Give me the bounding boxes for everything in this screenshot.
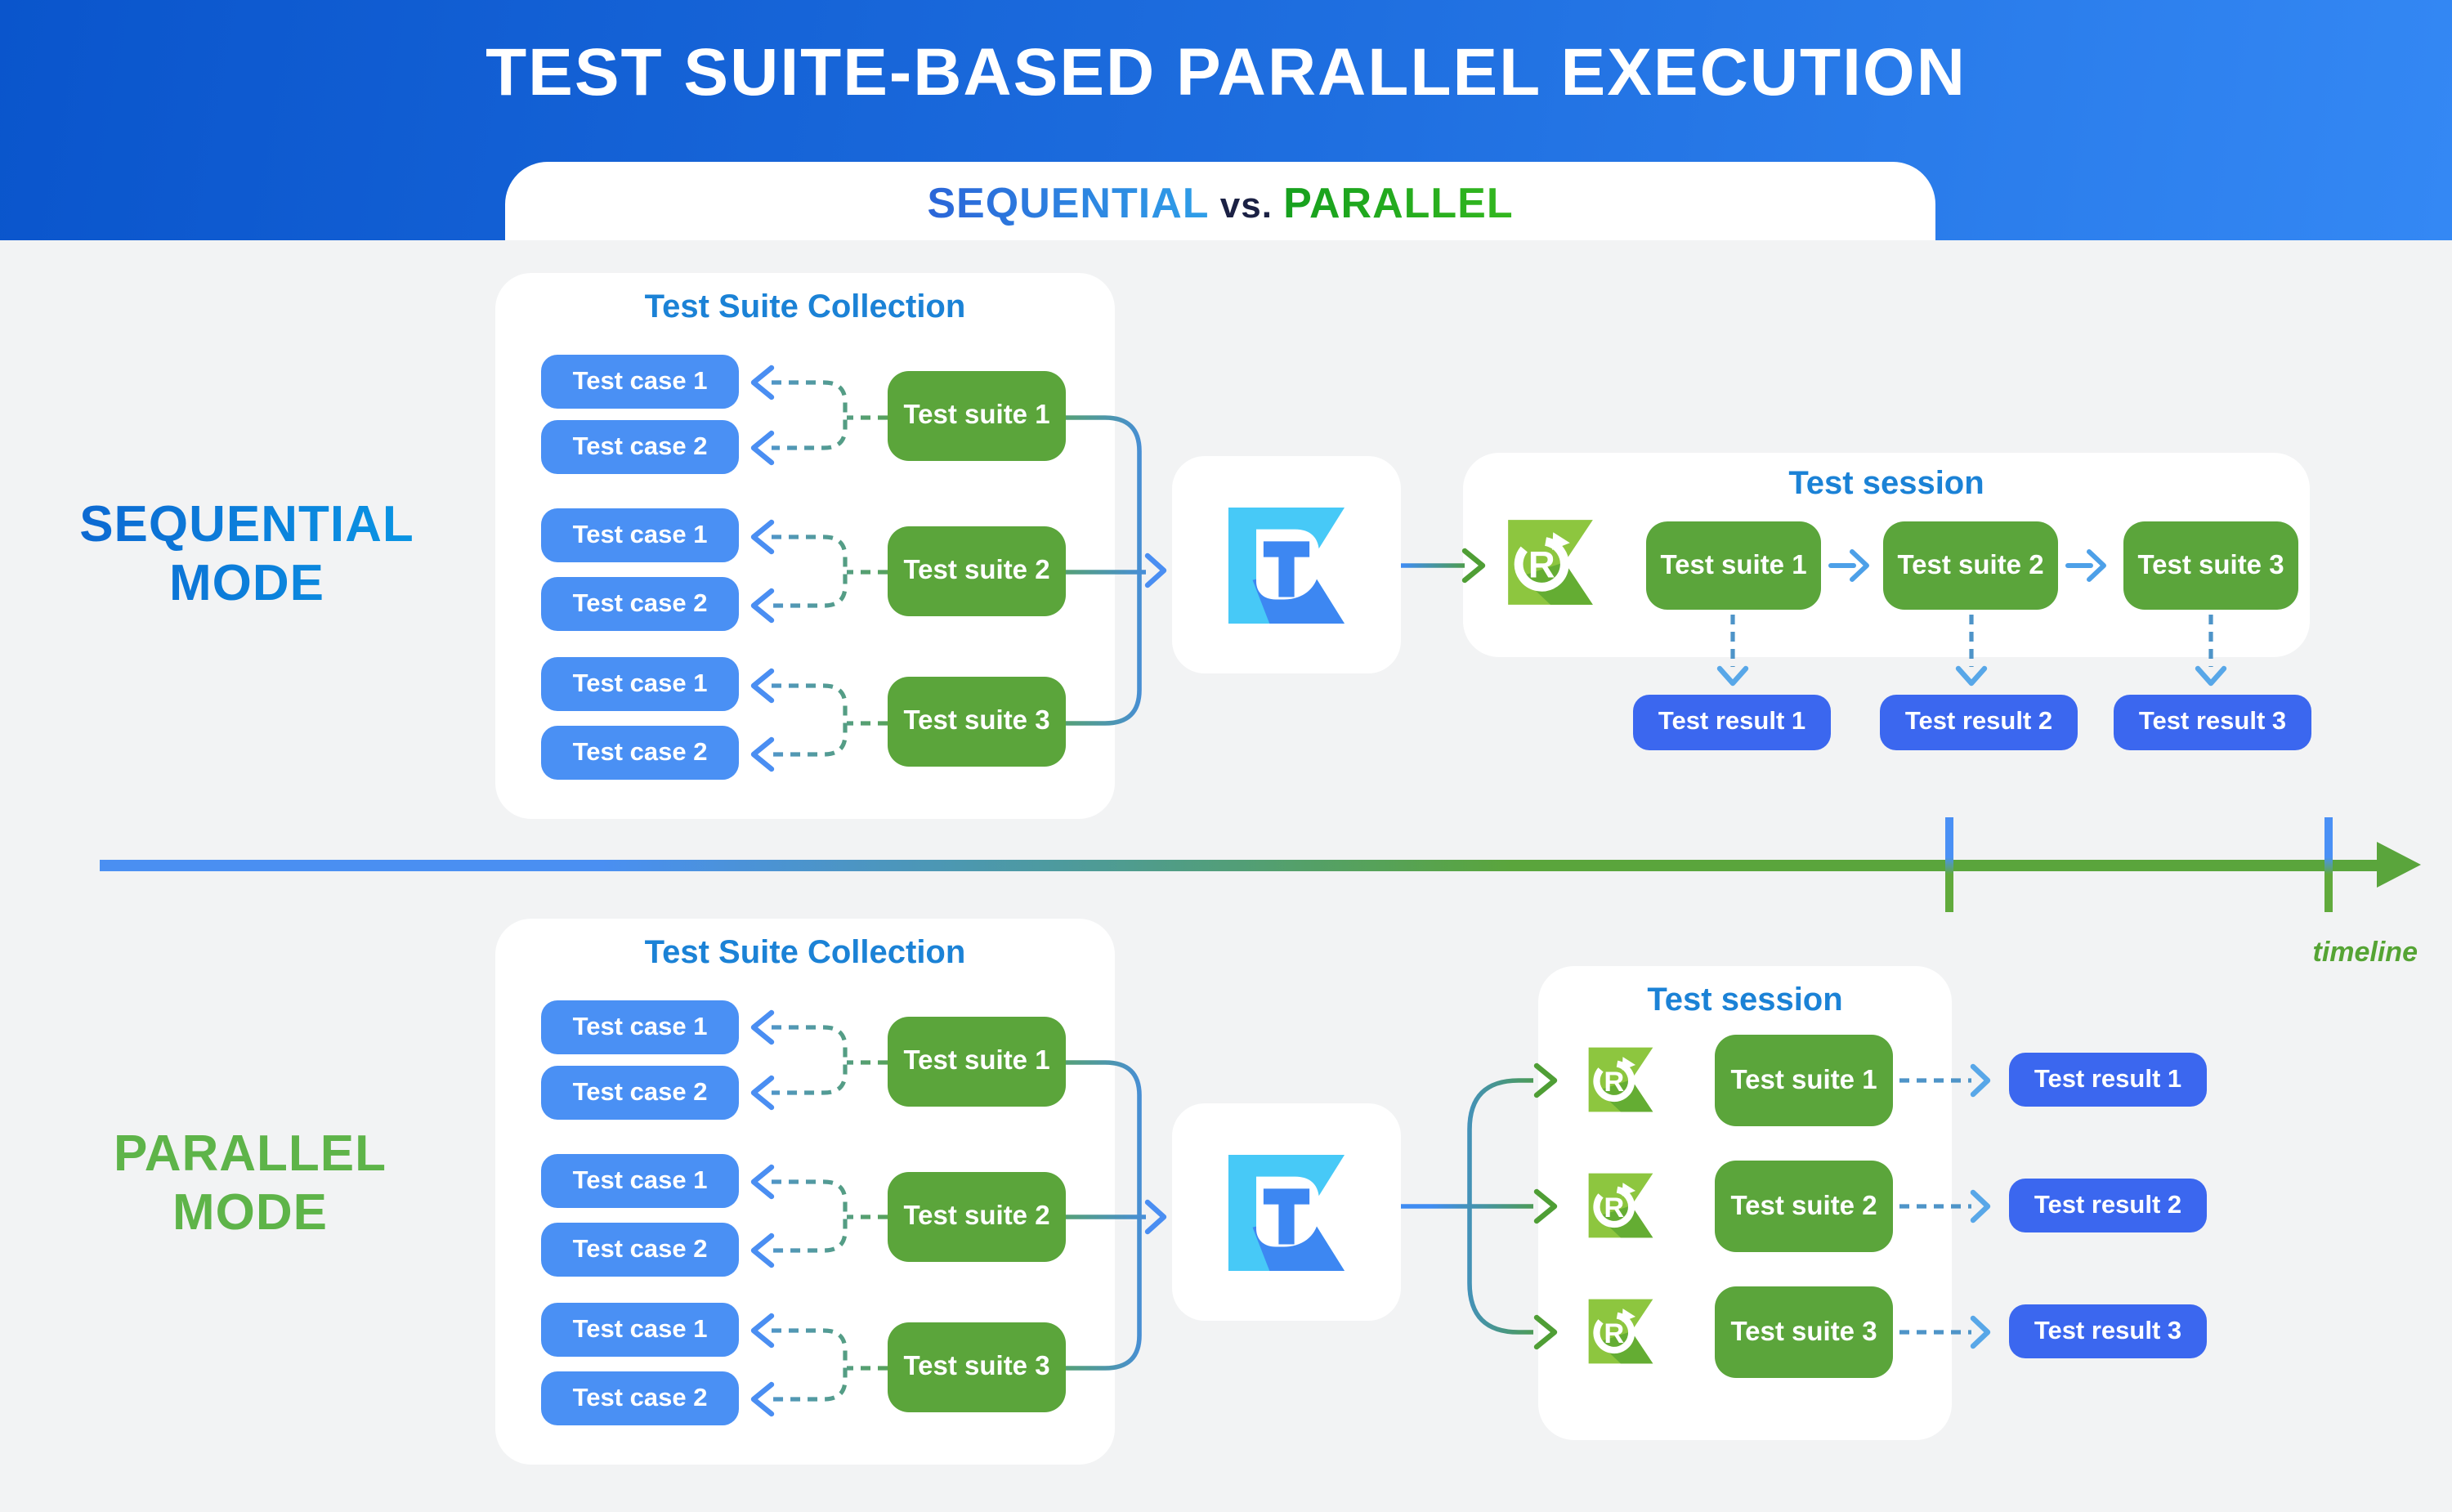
test-case-pill: Test case 1 <box>541 657 739 711</box>
test-case-pill: Test case 1 <box>541 1154 739 1208</box>
timeline-shaft <box>100 860 2378 870</box>
test-studio-app-icon <box>1226 1152 1347 1273</box>
test-case-pill: Test case 1 <box>541 355 739 409</box>
parallel-mode-label: PARALLEL MODE <box>113 1125 387 1241</box>
session-suite-box: Test suite 3 <box>1715 1286 1893 1378</box>
test-case-pill: Test case 2 <box>541 577 739 631</box>
collection-title: Test Suite Collection <box>644 289 966 325</box>
test-session-parallel: Test session Test suite 1 Test suite 2 T… <box>1538 966 1952 1440</box>
test-suite-box: Test suite 2 <box>888 1172 1066 1262</box>
test-result-box: Test result 2 <box>2009 1179 2207 1232</box>
subtitle-sequential: SEQUENTIAL <box>927 178 1210 227</box>
session-suite-box: Test suite 1 <box>1715 1035 1893 1126</box>
subtitle-vs: vs. <box>1209 185 1284 226</box>
session-suite-box: Test suite 2 <box>1715 1161 1893 1252</box>
test-case-pill: Test case 2 <box>541 1223 739 1277</box>
agent-runner-icon <box>1506 518 1595 606</box>
test-suite-box: Test suite 3 <box>888 677 1066 767</box>
test-result-box: Test result 3 <box>2114 695 2311 750</box>
subtitle-tab: SEQUENTIAL vs. PARALLEL <box>505 162 1935 240</box>
subtitle-parallel: PARALLEL <box>1283 178 1514 227</box>
session-title: Test session <box>1788 466 1984 502</box>
test-result-box: Test result 3 <box>2009 1304 2207 1358</box>
session-title: Test session <box>1647 982 1843 1018</box>
connector-app-to-agents <box>1401 1078 1533 1335</box>
timeline-tick <box>2324 817 2332 911</box>
timeline-arrowhead <box>2377 842 2421 888</box>
agent-runner-icon <box>1587 1298 1654 1365</box>
page-title: TEST SUITE-BASED PARALLEL EXECUTION <box>485 34 1967 110</box>
session-suite-box: Test suite 3 <box>2123 521 2298 610</box>
timeline-label: timeline <box>2312 937 2418 968</box>
test-suite-box: Test suite 1 <box>888 371 1066 461</box>
test-case-pill: Test case 1 <box>541 1303 739 1357</box>
test-result-box: Test result 2 <box>1880 695 2078 750</box>
session-suite-box: Test suite 2 <box>1883 521 2058 610</box>
session-suite-box: Test suite 1 <box>1646 521 1821 610</box>
sequential-mode-label: SEQUENTIAL MODE <box>34 495 459 613</box>
test-suite-collection-parallel: Test Suite Collection Test case 1 Test c… <box>495 919 1115 1465</box>
test-case-pill: Test case 2 <box>541 1066 739 1120</box>
test-result-box: Test result 1 <box>1633 695 1831 750</box>
test-suite-box: Test suite 3 <box>888 1322 1066 1412</box>
header-banner: TEST SUITE-BASED PARALLEL EXECUTION SEQU… <box>0 0 2452 240</box>
test-session-sequential: Test session Test suite 1 Test suite 2 T… <box>1463 453 2310 657</box>
test-case-pill: Test case 2 <box>541 726 739 780</box>
test-suite-box: Test suite 1 <box>888 1017 1066 1107</box>
collection-title: Test Suite Collection <box>644 935 966 971</box>
test-case-pill: Test case 2 <box>541 1371 739 1425</box>
test-case-pill: Test case 1 <box>541 1000 739 1054</box>
test-studio-app-icon <box>1226 504 1347 625</box>
timeline-tick <box>1945 817 1953 911</box>
test-case-pill: Test case 1 <box>541 508 739 562</box>
agent-runner-icon <box>1587 1172 1654 1239</box>
app-card-sequential <box>1172 456 1401 673</box>
agent-runner-icon <box>1587 1046 1654 1113</box>
test-result-box: Test result 1 <box>2009 1053 2207 1107</box>
test-case-pill: Test case 2 <box>541 420 739 474</box>
chevron-right-icon <box>1144 552 1167 1235</box>
test-suite-collection-sequential: Test Suite Collection Test case 1 Test c… <box>495 273 1115 819</box>
test-suite-box: Test suite 2 <box>888 526 1066 616</box>
app-card-parallel <box>1172 1103 1401 1321</box>
